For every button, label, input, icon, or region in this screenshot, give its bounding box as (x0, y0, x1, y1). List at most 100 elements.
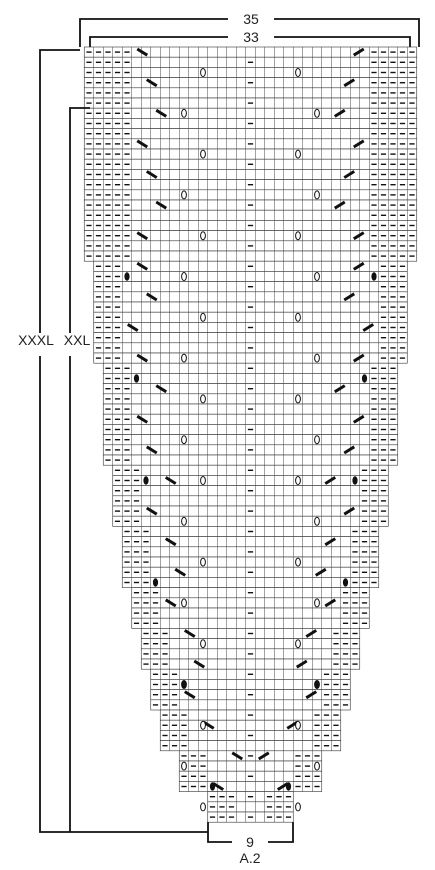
chart-row (159, 740, 342, 752)
yarn-over-oval (314, 761, 320, 771)
decrease-slash (174, 567, 187, 577)
decrease-slash (136, 261, 149, 271)
decrease-slash (352, 47, 365, 57)
chart-row (83, 169, 418, 180)
decrease-slash (343, 292, 356, 302)
chart-row (121, 577, 380, 588)
chart-row (102, 393, 399, 405)
chart-row (83, 107, 418, 119)
yarn-over-oval (200, 720, 206, 730)
yarn-over-oval (181, 761, 187, 771)
yarn-over-oval (181, 598, 187, 608)
yarn-over-oval (295, 720, 301, 730)
chart-row (121, 556, 380, 568)
chart-row (102, 434, 399, 446)
chart-row (83, 230, 418, 242)
decrease-slash (343, 445, 356, 455)
top-width-inner-label: 33 (243, 29, 259, 45)
chart-row (112, 515, 389, 527)
decrease-slash (333, 200, 346, 210)
yarn-over-oval (181, 516, 187, 526)
decrease-slash (352, 261, 365, 271)
yarn-over-oval (200, 476, 206, 485)
decrease-slash (276, 782, 289, 791)
chart-row (102, 413, 399, 425)
size-bracket-xxxl (39, 49, 80, 333)
decrease-slash (314, 567, 327, 577)
yarn-over-oval (295, 231, 301, 241)
top-bracket-33 (89, 36, 228, 47)
chart-row (83, 46, 418, 58)
yarn-over-oval (295, 557, 301, 567)
chart-row (93, 291, 408, 303)
chart-row (150, 699, 351, 711)
size-bracket-xxl (69, 107, 90, 333)
chart-row (83, 128, 418, 140)
yarn-over-oval (295, 149, 301, 159)
knot-dot (361, 374, 368, 383)
yarn-over-oval (295, 394, 301, 404)
chart-row (93, 332, 408, 344)
knot-dot (143, 476, 149, 485)
decrease-slash (324, 476, 337, 485)
knot-dot (314, 680, 320, 689)
decrease-slash (212, 782, 225, 791)
decrease-slash (183, 690, 196, 700)
chart-row (83, 148, 418, 160)
decrease-slash (324, 598, 337, 608)
decrease-slash (305, 690, 318, 700)
yarn-over-oval (295, 476, 301, 485)
yarn-over-oval (181, 108, 187, 118)
decrease-slash (352, 231, 365, 241)
decrease-slash (145, 445, 158, 455)
chart-row (83, 87, 418, 99)
knot-dot (371, 272, 377, 281)
yarn-over-oval (314, 598, 320, 608)
chart-row (102, 454, 399, 466)
chart-row (131, 617, 370, 629)
size-label-xxl: XXL (64, 332, 91, 348)
decrease-slash (145, 506, 158, 516)
decrease-slash (145, 292, 158, 302)
knot-dot (352, 476, 358, 485)
brackets (39, 18, 420, 843)
decrease-slash (333, 108, 346, 118)
size-label-xxxl: XXXL (18, 332, 54, 348)
yarn-over-oval (200, 68, 206, 77)
yarn-over-oval (200, 802, 206, 812)
yarn-over-oval (200, 312, 206, 322)
decrease-slash (231, 751, 244, 761)
chart-row (112, 475, 389, 486)
chart-name-label: A.2 (239, 850, 260, 866)
yarn-over-oval (200, 639, 206, 649)
size-bracket-xxxl-lower (39, 356, 208, 833)
chart-grid (83, 46, 418, 823)
yarn-over-oval (200, 557, 206, 567)
knot-dot (342, 578, 349, 587)
chart-row (93, 271, 408, 282)
decrease-slash (136, 47, 149, 57)
chart-row (140, 658, 361, 670)
decrease-slash (136, 353, 149, 363)
decrease-slash (305, 629, 318, 638)
decrease-slash (295, 659, 308, 669)
chart-row (121, 536, 380, 548)
decrease-slash (145, 170, 158, 179)
top-width-outer-label: 35 (243, 11, 259, 27)
decrease-slash (183, 629, 196, 638)
decrease-slash (136, 139, 149, 149)
knot-dot (181, 680, 187, 689)
decrease-slash (362, 323, 375, 332)
chart-row (93, 311, 408, 323)
knot-dot (133, 374, 140, 383)
yarn-over-oval (295, 68, 301, 77)
decrease-slash (343, 506, 356, 516)
yarn-over-oval (181, 272, 187, 281)
bottom-bracket-9-right (268, 822, 294, 843)
yarn-over-oval (295, 312, 301, 322)
decrease-slash (343, 78, 356, 88)
bottom-width-label: 9 (246, 834, 254, 850)
yarn-over-oval (314, 108, 320, 118)
chart-row (140, 638, 361, 650)
